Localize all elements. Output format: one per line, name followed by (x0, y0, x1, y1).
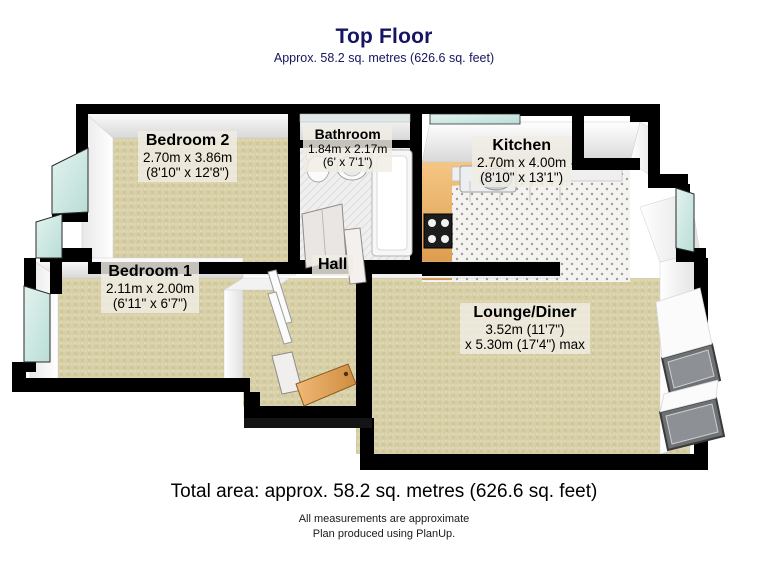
room-label-bedroom-1[interactable]: Bedroom 1 2.11m x 2.00m (6'11" x 6'7") (101, 262, 200, 314)
room-name: Bathroom (314, 126, 381, 142)
window-pane-lounge-1-inner (667, 349, 715, 389)
wall-kitchen-partition-b (584, 158, 640, 170)
room-dim-metric: 2.11m x 2.00m (106, 280, 195, 296)
room-dim-imperial: x 5.30m (17'4") max (465, 337, 585, 353)
wall-outer-south-lounge (360, 454, 708, 470)
wall-kitchen-south (422, 262, 560, 276)
door-wooden-entrance (295, 363, 357, 407)
room-label-hall[interactable]: Hall (312, 255, 354, 276)
floor-lounge-diner (356, 278, 690, 454)
wall-kitchen-partition-a (572, 104, 584, 170)
room-name: Lounge/Diner (473, 304, 577, 321)
window-sill-lounge-2 (659, 379, 719, 413)
room-name: Hall (318, 256, 348, 273)
room-dim-metric: 2.70m x 3.86m (143, 149, 233, 165)
plan-footer: Total area: approx. 58.2 sq. metres (626… (0, 481, 768, 542)
wall-outer-south-left (12, 378, 250, 392)
room-label-kitchen[interactable]: Kitchen 2.70m x 4.00m (8'10" x 13'1") (472, 136, 572, 188)
room-label-bedroom-2[interactable]: Bedroom 2 2.70m x 3.86m (8'10" x 12'8") (138, 131, 238, 183)
bathroom-door-panel-line (321, 209, 327, 263)
wall-outer-west-lower-b (50, 254, 62, 294)
room-dim-metric: 3.52m (11'7") (485, 321, 565, 337)
stair-nosing (244, 418, 372, 428)
window-lounge-east-upper (675, 187, 695, 253)
kitchen-worktop-counter (422, 162, 510, 280)
page-subtitle: Approx. 58.2 sq. metres (626.6 sq. feet) (273, 51, 495, 66)
window-bathroom-north (299, 113, 411, 123)
window-sill-lounge-1 (655, 287, 713, 359)
doors (267, 203, 367, 407)
window-bedroom2-west-upper (51, 147, 89, 215)
wall-outer-north-right (520, 104, 660, 116)
wall-face-bedroom1-east (223, 277, 244, 393)
room-dim-metric: 1.84m x 2.17m (308, 141, 388, 156)
room-dim-imperial: (6' x 7'1") (322, 155, 373, 170)
hob-burner-4 (441, 235, 449, 243)
door-bedroom-1 (267, 291, 293, 345)
room-dim-imperial: (8'10" x 13'1") (480, 170, 564, 186)
room-label-lounge-diner[interactable]: Lounge/Diner 3.52m (11'7") x 5.30m (17'4… (460, 303, 590, 355)
total-area-text: Total area: approx. 58.2 sq. metres (626… (170, 481, 598, 502)
wall-divider-bath-kitchen (410, 112, 422, 274)
room-dim-metric: 2.70m x 4.00m (477, 154, 567, 170)
wall-bathroom-south-b (356, 260, 418, 274)
hob-burner-3 (428, 235, 436, 243)
disclaimer-measurements: All measurements are approximate (298, 512, 470, 525)
hall-stair-nosing (244, 418, 372, 428)
room-label-bathroom[interactable]: Bathroom 1.84m x 2.17m (6' x 7'1") (303, 126, 393, 172)
hob-cooker (423, 213, 453, 249)
window-pane-lounge-2-inner (665, 403, 719, 445)
plan-header: Top Floor Approx. 58.2 sq. metres (626.6… (0, 0, 768, 66)
room-dim-imperial: (6'11" x 6'7") (112, 296, 188, 312)
wall-lounge-southwest (360, 418, 374, 470)
wall-divider-hall-lounge (356, 274, 372, 426)
window-kitchen-north (429, 113, 521, 125)
room-name: Kitchen (492, 137, 551, 154)
page-title: Top Floor (335, 25, 433, 48)
wall-outer-east-upper (648, 104, 660, 182)
window-bedroom1-west (23, 285, 51, 363)
hob-burner-2 (441, 219, 449, 227)
hob-burner-1 (428, 219, 436, 227)
disclaimer-producer: Plan produced using PlanUp. (312, 527, 456, 540)
room-name: Bedroom 1 (108, 263, 192, 280)
windows (23, 113, 695, 363)
wall-outer-north (76, 104, 536, 114)
door-handle (343, 371, 349, 377)
window-bedroom2-west-lower (35, 213, 63, 259)
lounge-window-panes (655, 287, 726, 452)
room-dim-imperial: (8'10" x 12'8") (146, 165, 230, 181)
room-name: Bedroom 2 (145, 132, 230, 149)
wall-divider-bedroom2-bath (288, 110, 300, 274)
wall-outer-west-bottom (12, 362, 26, 392)
